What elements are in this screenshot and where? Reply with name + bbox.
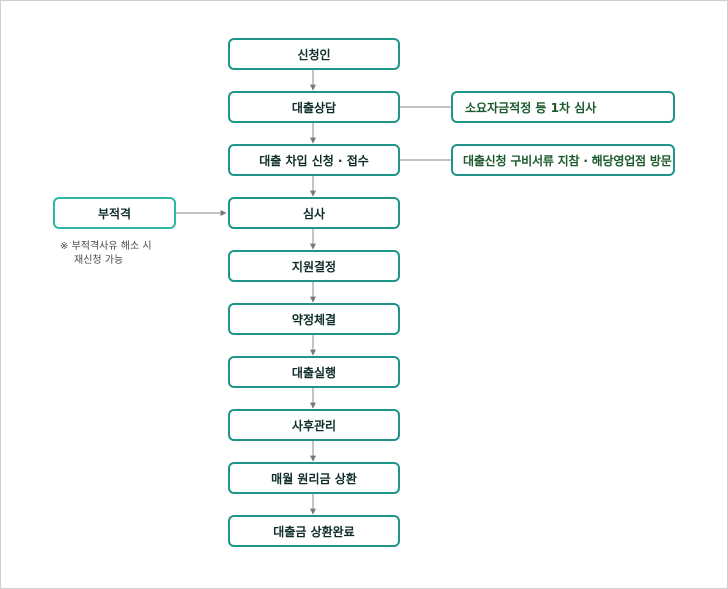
note-line-1: 부적격사유 해소 시 <box>71 241 152 252</box>
ineligible-note: ※ 부적격사유 해소 시 재신청 가능 <box>60 240 152 268</box>
step-agreement: 약정체결 <box>228 303 400 335</box>
note-mark: ※ <box>60 241 69 252</box>
step-applicant: 신청인 <box>228 38 400 70</box>
step-follow-up-management: 사후관리 <box>228 409 400 441</box>
step-review: 심사 <box>228 197 400 229</box>
step-repayment-complete: 대출금 상환완료 <box>228 515 400 547</box>
note-application-documents: 대출신청 구비서류 지참 · 해당영업점 방문 <box>451 144 675 176</box>
note-consult-first-review: 소요자금적정 등 1차 심사 <box>451 91 675 123</box>
step-monthly-repayment: 매월 원리금 상환 <box>228 462 400 494</box>
step-loan-execution: 대출실행 <box>228 356 400 388</box>
step-approval-decision: 지원결정 <box>228 250 400 282</box>
ineligible-box: 부적격 <box>53 197 176 229</box>
step-loan-consultation: 대출상담 <box>228 91 400 123</box>
step-loan-application: 대출 차입 신청 · 접수 <box>228 144 400 176</box>
note-line-2: 재신청 가능 <box>74 255 124 266</box>
